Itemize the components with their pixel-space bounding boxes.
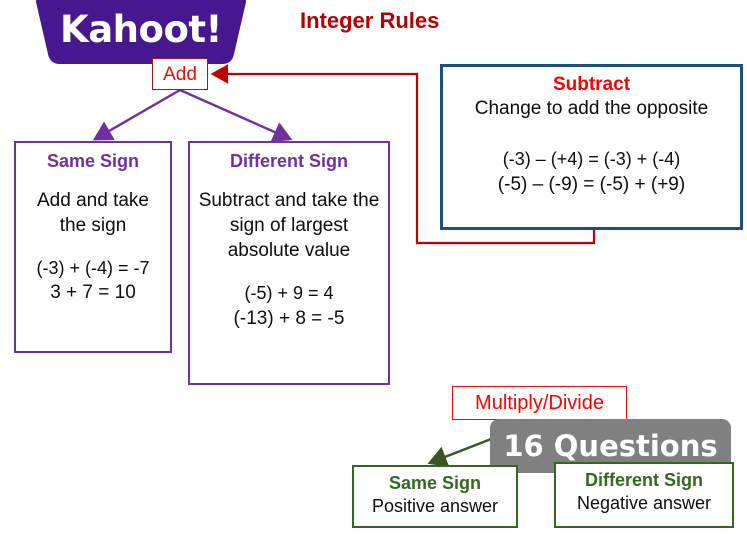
multiply-same-sign-title: Same Sign [388,473,482,493]
add-same-sign-box[interactable]: Same Sign Add and take the sign (-3) + (… [14,141,172,353]
subtract-example-2: (-5) – (-9) = (-5) + (+9) [497,173,686,195]
add-root-box[interactable]: Add [152,58,208,90]
multiply-different-sign-box[interactable]: Different Sign Negative answer [554,462,734,528]
page-title: Integer Rules [300,8,440,33]
kahoot-banner-shape [36,0,246,64]
subtract-box[interactable]: Subtract Change to add the opposite (-3)… [440,64,743,230]
add-different-sign-title: Different Sign [229,151,348,171]
subtract-example-1: (-3) – (+4) = (-3) + (-4) [502,149,681,170]
questions-count-label: 16 Questions [503,429,718,463]
add-same-sign-title: Same Sign [46,151,140,171]
multiply-divide-root-box[interactable]: Multiply/Divide [452,386,627,420]
kahoot-logo: Kahoot! [28,0,254,70]
arrow-add-to-same-sign [92,88,181,141]
add-different-sign-example-2: (-13) + 8 = -5 [233,307,345,329]
add-different-sign-box[interactable]: Different Sign Subtract and take the sig… [188,141,390,385]
add-root-label: Add [163,63,197,85]
multiply-same-sign-box[interactable]: Same Sign Positive answer [352,465,518,528]
add-different-sign-rule: Subtract and take the sign of largest ab… [198,190,380,262]
subtract-rule: Change to add the opposite [474,97,709,119]
multiply-same-sign-rule: Positive answer [371,495,499,516]
multiply-divide-root-label: Multiply/Divide [475,392,604,414]
arrow-subtract-to-add [210,64,596,245]
add-different-sign-example-1: (-5) + 9 = 4 [244,283,334,304]
add-same-sign-rule: Add and take the sign [37,190,149,237]
add-same-sign-example-2: 3 + 7 = 10 [50,282,136,304]
subtract-title: Subtract [552,74,631,95]
add-same-sign-example-1: (-3) + (-4) = -7 [36,258,150,279]
arrow-add-to-different-sign [179,88,293,143]
multiply-different-sign-rule: Negative answer [576,492,712,513]
multiply-different-sign-title: Different Sign [584,470,703,490]
